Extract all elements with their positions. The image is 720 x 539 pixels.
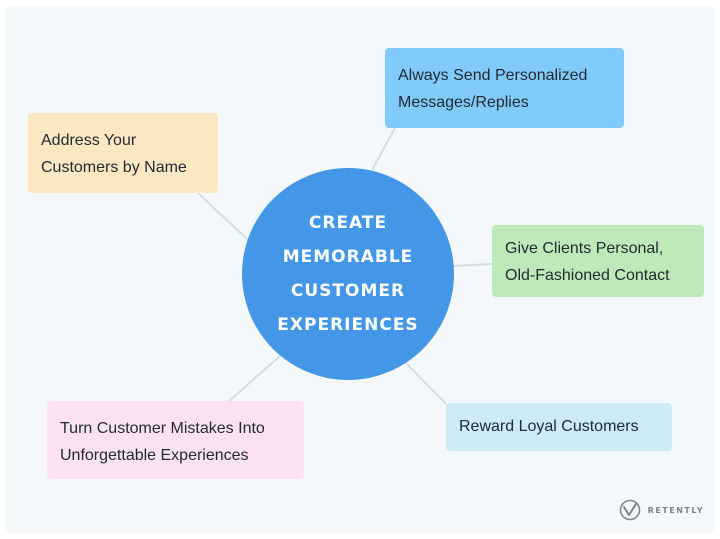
central-topic-line: CUSTOMER — [290, 281, 406, 301]
central-topic-line: MEMORABLE — [282, 247, 414, 267]
node-label-line: Always Send Personalized — [398, 67, 588, 84]
central-topic-circle: CREATE MEMORABLE CUSTOMER EXPERIENCES — [242, 168, 454, 380]
node-personal-contact: Give Clients Personal, Old-Fashioned Con… — [492, 225, 704, 297]
node-label-line: Address Your — [41, 132, 137, 149]
node-turn-mistakes: Turn Customer Mistakes Into Unforgettabl… — [47, 401, 304, 479]
node-personalized-messages: Always Send Personalized Messages/Replie… — [385, 48, 624, 128]
connector-mistakes — [227, 355, 281, 403]
node-reward-loyal: Reward Loyal Customers — [446, 403, 672, 451]
central-topic-label: CREATE MEMORABLE CUSTOMER EXPERIENCES — [253, 206, 443, 342]
connector-address — [197, 192, 249, 241]
node-label-line: Unforgettable Experiences — [60, 447, 249, 464]
node-address-by-name: Address Your Customers by Name — [28, 113, 218, 193]
central-topic-line: EXPERIENCES — [277, 315, 419, 335]
brand-name: RETENTLY — [647, 505, 704, 515]
node-label-line: Reward Loyal Customers — [459, 418, 639, 435]
connector-personalized — [371, 127, 396, 171]
central-topic-line: CREATE — [308, 213, 388, 233]
brand-logo: RETENTLY — [618, 498, 704, 522]
node-label-line: Turn Customer Mistakes Into — [60, 420, 265, 437]
connector-reward — [404, 361, 448, 406]
node-label-line: Give Clients Personal, — [505, 240, 664, 257]
retently-logo-icon — [619, 499, 640, 521]
node-label-line: Customers by Name — [41, 159, 187, 176]
connector-personal-contact — [451, 263, 493, 267]
node-label-line: Old-Fashioned Contact — [505, 267, 670, 284]
node-label-line: Messages/Replies — [398, 94, 529, 111]
